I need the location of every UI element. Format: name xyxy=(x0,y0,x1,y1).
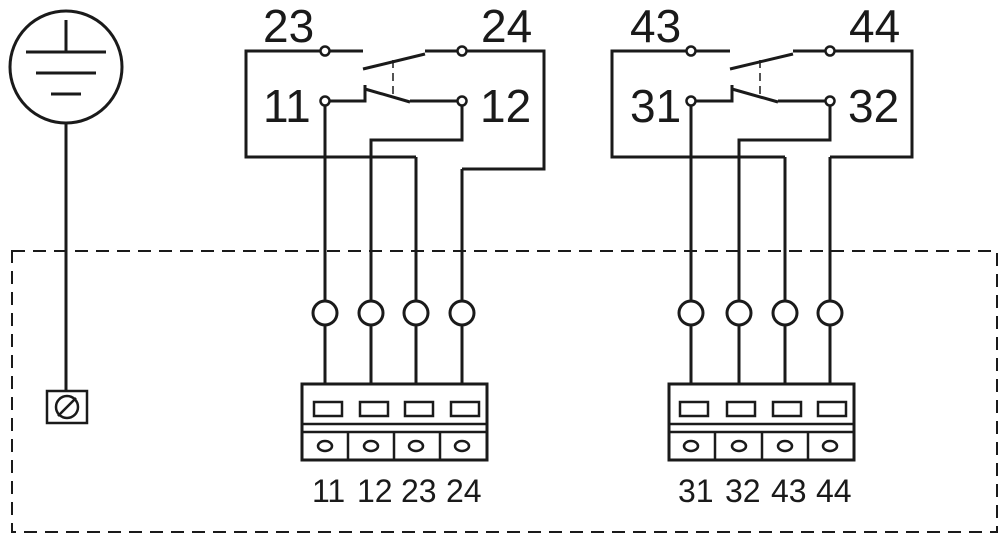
terminal-label: 11 xyxy=(312,473,345,509)
enclosure-outline xyxy=(11,250,998,533)
label-contact-11: 11 xyxy=(263,80,311,132)
nc-contact-2-blade xyxy=(731,87,779,104)
connector-ring xyxy=(725,299,753,327)
terminal-strip-2 xyxy=(667,382,856,462)
contact-block-2-housing xyxy=(610,49,914,159)
terminal-label: 31 xyxy=(678,473,714,509)
connector-ring xyxy=(677,299,705,327)
contact-24-terminal xyxy=(456,45,468,57)
contact-32-terminal xyxy=(824,95,836,107)
label-contact-12: 12 xyxy=(480,80,531,132)
contact-11-terminal xyxy=(319,95,331,107)
terminal-strip-1 xyxy=(300,382,489,462)
connector-ring xyxy=(771,299,799,327)
wire-32 xyxy=(737,106,832,300)
terminal-label: 32 xyxy=(725,473,761,509)
protective-earth-group xyxy=(8,9,124,425)
connector-ring xyxy=(402,299,430,327)
earth-icon xyxy=(26,20,106,96)
contact-block-1: 23 24 11 12 xyxy=(244,0,546,509)
contact-block-2: 43 44 31 32 xyxy=(610,0,914,509)
label-contact-31: 31 xyxy=(630,80,681,132)
label-contact-32: 32 xyxy=(848,80,899,132)
connector-ring xyxy=(311,299,339,327)
contact-43-terminal xyxy=(685,45,697,57)
earth-screw-terminal xyxy=(45,389,89,425)
contact-block-1-housing xyxy=(244,49,546,171)
terminal-label: 44 xyxy=(816,473,852,509)
connector-ring xyxy=(816,299,844,327)
terminal-label: 12 xyxy=(357,473,393,509)
terminal-label: 23 xyxy=(401,473,437,509)
label-contact-24: 24 xyxy=(481,0,532,52)
no-contact-2-blade xyxy=(729,52,794,71)
label-contact-23: 23 xyxy=(263,0,314,52)
terminal-label: 43 xyxy=(771,473,807,509)
connector-ring xyxy=(448,299,476,327)
contact-44-terminal xyxy=(824,45,836,57)
nc-contact-1-blade xyxy=(364,87,411,104)
contact-31-terminal xyxy=(685,95,697,107)
connector-ring xyxy=(357,299,385,327)
label-contact-43: 43 xyxy=(630,0,681,52)
contact-12-terminal xyxy=(456,95,468,107)
wire-12 xyxy=(369,106,464,300)
contact-23-terminal xyxy=(319,45,331,57)
label-contact-44: 44 xyxy=(849,0,900,52)
terminal-label: 24 xyxy=(446,473,482,509)
no-contact-1-blade xyxy=(362,52,426,71)
